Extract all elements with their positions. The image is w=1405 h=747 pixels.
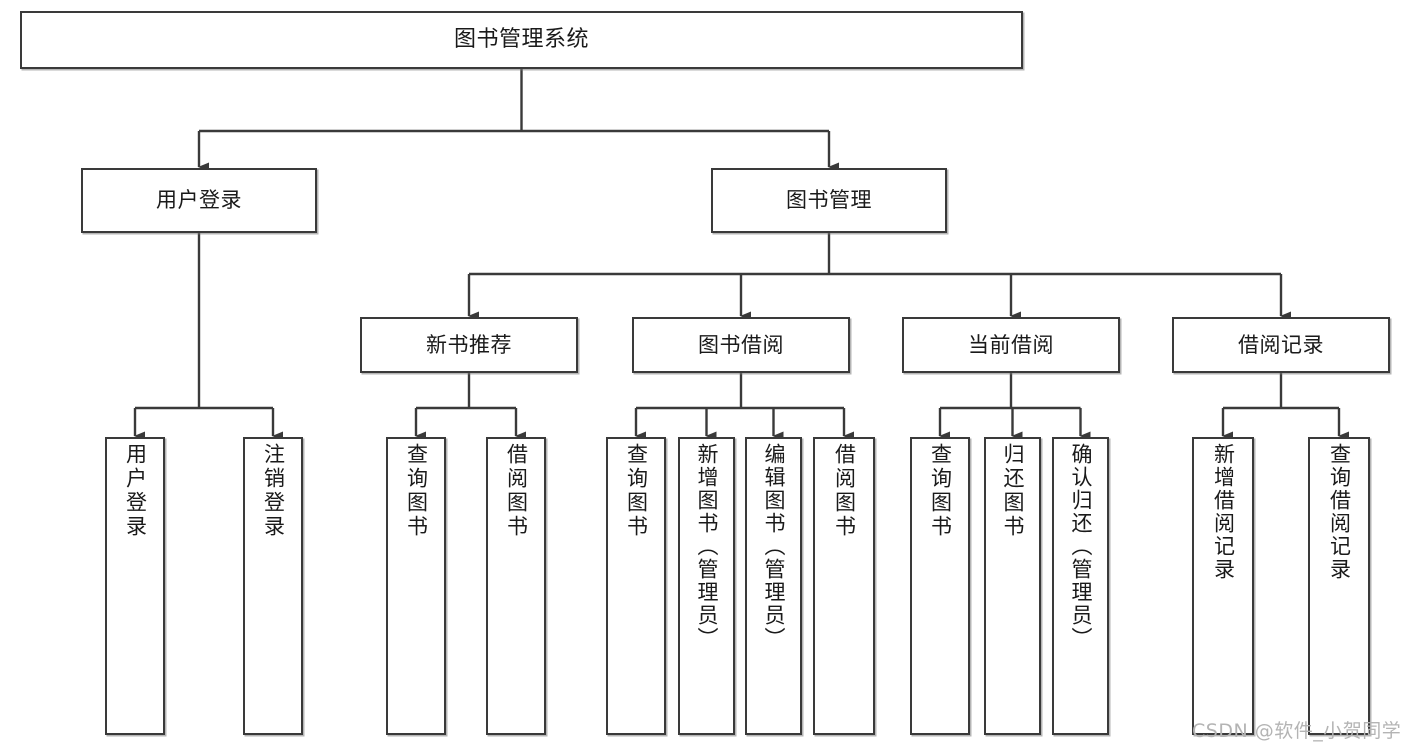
node-label: 归还图书: [1001, 443, 1025, 539]
node-label: 查询图书: [624, 443, 649, 539]
node-label: 查询图书: [404, 443, 429, 539]
node-new-book-rec[interactable]: 新书推荐: [360, 317, 578, 373]
node-leaf-query-record[interactable]: 查询借阅记录: [1308, 437, 1370, 735]
node-label: 确认归还（管理员）: [1069, 443, 1093, 650]
node-label: 用户登录: [156, 188, 242, 213]
node-leaf-edit-book[interactable]: 编辑图书（管理员）: [745, 437, 802, 735]
node-label: 图书借阅: [698, 332, 784, 357]
node-label: 新增借阅记录: [1211, 443, 1236, 581]
node-label: 借阅图书: [832, 443, 857, 539]
node-leaf-borrow-book-1[interactable]: 借阅图书: [486, 437, 546, 735]
node-label: 当前借阅: [968, 332, 1054, 357]
node-label: 新书推荐: [426, 332, 512, 357]
node-label: 编辑图书（管理员）: [762, 443, 786, 650]
node-leaf-add-book[interactable]: 新增图书（管理员）: [678, 437, 735, 735]
node-label: 注销登录: [261, 443, 286, 539]
node-leaf-borrow-book-2[interactable]: 借阅图书: [813, 437, 875, 735]
node-label: 查询图书: [928, 443, 953, 539]
node-label: 查询借阅记录: [1327, 443, 1352, 581]
node-leaf-user-login[interactable]: 用户登录: [105, 437, 165, 735]
node-leaf-confirm-return[interactable]: 确认归还（管理员）: [1052, 437, 1109, 735]
node-label: 用户登录: [123, 443, 148, 539]
node-leaf-add-record[interactable]: 新增借阅记录: [1192, 437, 1254, 735]
node-book-manage[interactable]: 图书管理: [711, 168, 947, 233]
node-leaf-return-book[interactable]: 归还图书: [984, 437, 1041, 735]
node-label: 新增图书（管理员）: [695, 443, 719, 650]
node-label: 图书管理: [786, 188, 872, 213]
node-leaf-query-book-1[interactable]: 查询图书: [386, 437, 446, 735]
node-borrow-record[interactable]: 借阅记录: [1172, 317, 1390, 373]
node-root[interactable]: 图书管理系统: [20, 11, 1023, 69]
node-leaf-query-book-3[interactable]: 查询图书: [910, 437, 970, 735]
node-book-borrow[interactable]: 图书借阅: [632, 317, 850, 373]
node-label: 借阅记录: [1238, 332, 1324, 357]
node-label: 图书管理系统: [453, 27, 589, 53]
node-label: 借阅图书: [504, 443, 529, 539]
node-leaf-query-book-2[interactable]: 查询图书: [606, 437, 666, 735]
node-current-borrow[interactable]: 当前借阅: [902, 317, 1120, 373]
csdn-watermark: CSDN @软件_小贺同学: [1192, 720, 1402, 742]
node-user-login[interactable]: 用户登录: [81, 168, 317, 233]
node-leaf-logout[interactable]: 注销登录: [243, 437, 303, 735]
